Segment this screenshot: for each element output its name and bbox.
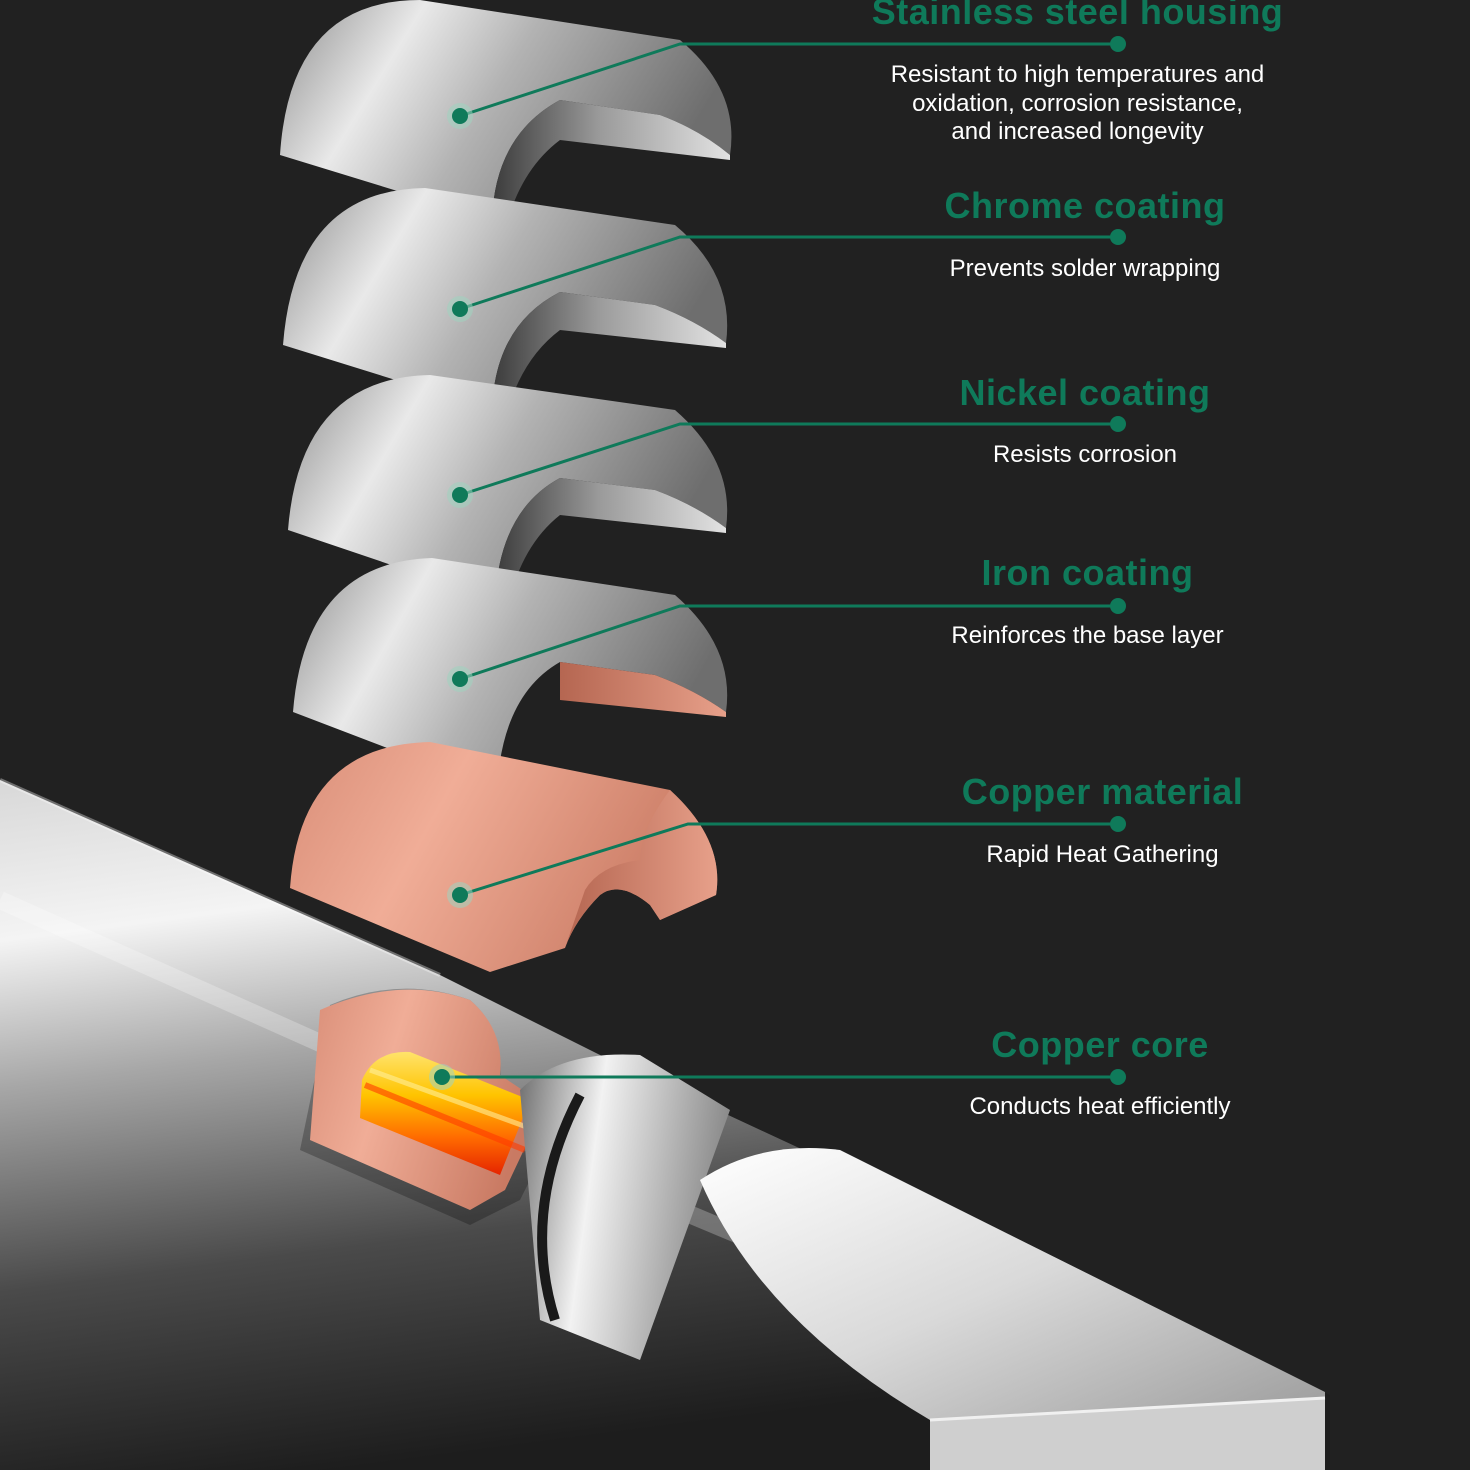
leader-dot-end <box>1110 1069 1126 1085</box>
desc-chrome-coating: Prevents solder wrapping <box>900 255 1270 284</box>
leader-dot-start <box>452 887 468 903</box>
leader-chrome <box>459 235 1118 311</box>
leader-lines <box>429 36 1126 1090</box>
desc-stainless-steel-housing: Resistant to high temperatures and oxida… <box>850 61 1305 147</box>
desc-iron-coating: Reinforces the base layer <box>900 622 1275 651</box>
layer-description-line: Reinforces the base layer <box>951 622 1224 649</box>
leader-dot-start <box>434 1069 450 1085</box>
leader-dot-start <box>452 108 468 124</box>
layer-title: Copper core <box>991 1024 1209 1065</box>
leader-dot-start <box>452 487 468 503</box>
shell-iron <box>293 558 728 790</box>
label-iron-coating: Iron coating <box>900 553 1275 593</box>
label-copper-core: Copper core <box>915 1025 1285 1065</box>
layer-description-line: Prevents solder wrapping <box>949 255 1221 282</box>
leader-iron <box>459 604 1118 681</box>
tip-collar <box>520 1054 730 1360</box>
leader-dot-end <box>1110 36 1126 52</box>
label-copper-material: Copper material <box>925 772 1280 812</box>
leader-dot-start <box>452 671 468 687</box>
label-stainless-steel-housing: Stainless steel housing <box>850 0 1305 32</box>
layer-title: Stainless steel housing <box>871 0 1284 32</box>
layer-description-line: Resists corrosion <box>992 441 1178 468</box>
layer-title: Nickel coating <box>959 372 1211 413</box>
layer-description-line: Rapid Heat Gathering <box>986 841 1219 868</box>
desc-copper-material: Rapid Heat Gathering <box>925 841 1280 870</box>
leader-dot-end <box>1110 416 1126 432</box>
label-chrome-coating: Chrome coating <box>900 186 1270 226</box>
shell-copper <box>290 742 718 972</box>
leader-copper-material <box>459 822 1118 897</box>
leader-dot-end <box>1110 816 1126 832</box>
label-nickel-coating: Nickel coating <box>900 373 1270 413</box>
layer-title: Iron coating <box>981 552 1194 593</box>
layer-description-line: oxidation, corrosion resistance, <box>912 89 1243 117</box>
layer-title: Copper material <box>961 771 1244 812</box>
leader-dot-start <box>452 301 468 317</box>
leader-nickel <box>459 422 1118 497</box>
layer-description-line: Resistant to high temperatures and <box>890 61 1265 88</box>
layer-title: Chrome coating <box>944 185 1226 226</box>
shell-chrome <box>283 188 728 420</box>
desc-copper-core: Conducts heat efficiently <box>915 1093 1285 1122</box>
leader-stainless-steel <box>459 42 1118 118</box>
layer-description-line: and increased longevity <box>951 118 1204 145</box>
leader-dot-end <box>1110 229 1126 245</box>
shell-stainless-steel <box>280 0 732 230</box>
chisel-tip <box>700 1148 1326 1470</box>
leader-dot-end <box>1110 598 1126 614</box>
shell-nickel <box>288 375 728 605</box>
layer-description-line: Conducts heat efficiently <box>969 1093 1231 1120</box>
cutaway-copper-section <box>300 988 560 1225</box>
desc-nickel-coating: Resists corrosion <box>900 441 1270 470</box>
